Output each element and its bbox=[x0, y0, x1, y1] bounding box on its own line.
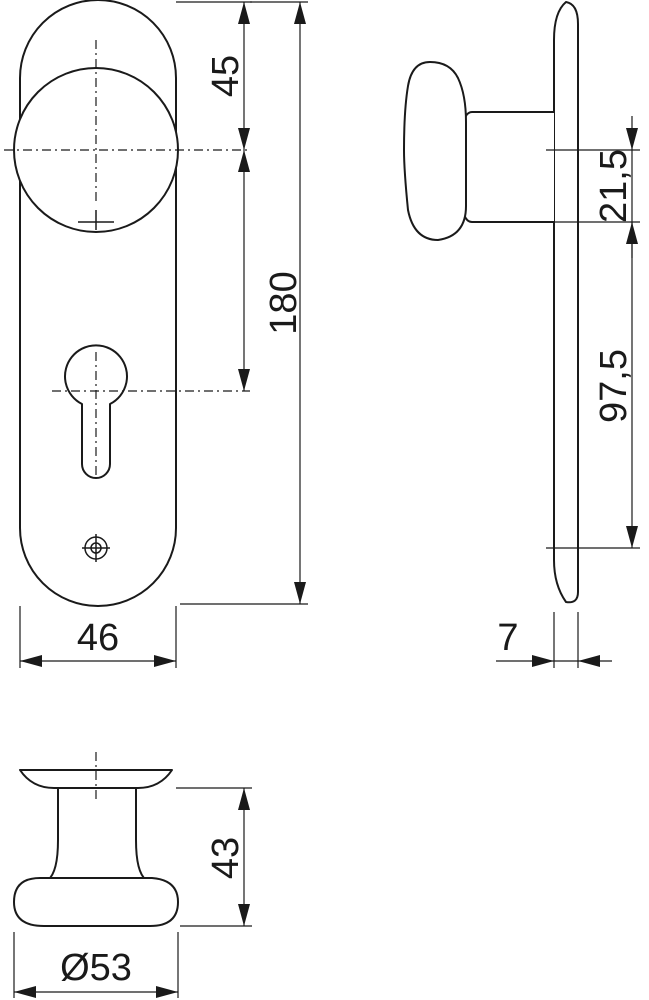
dimension-label-43: 43 bbox=[205, 837, 247, 879]
dimension-label-7: 7 bbox=[497, 617, 518, 659]
knob-view: 43 Ø53 bbox=[13, 752, 252, 998]
dimension-label-21-5: 21,5 bbox=[593, 149, 635, 223]
side-knob bbox=[403, 61, 467, 241]
knob-body bbox=[13, 877, 179, 927]
dimension-plate-thickness: 7 bbox=[496, 612, 612, 668]
side-knob-shank bbox=[461, 111, 554, 223]
dimension-knob-projection: 43 bbox=[176, 787, 252, 927]
dimension-knob-to-keyhole-front bbox=[238, 150, 250, 391]
dimension-knob-offset: 45 bbox=[176, 1, 252, 150]
dimension-label-46: 46 bbox=[77, 617, 119, 659]
dimension-width: 46 bbox=[19, 606, 177, 668]
screw-hole bbox=[82, 534, 110, 562]
dimension-label-97-5: 97,5 bbox=[593, 349, 635, 423]
dimension-knob-height: 21,5 bbox=[593, 116, 638, 258]
dimension-label-180: 180 bbox=[263, 271, 305, 334]
dimension-label-45: 45 bbox=[205, 55, 247, 97]
dimension-side-knob-to-keyhole: 97,5 bbox=[593, 222, 638, 548]
side-plate-profile bbox=[553, 1, 579, 604]
knob-neck bbox=[47, 787, 147, 881]
dimension-total-height: 180 bbox=[180, 1, 308, 605]
dimension-knob-diameter: Ø53 bbox=[13, 932, 179, 998]
front-view: 45 180 46 bbox=[4, 0, 308, 668]
dimension-label-diameter-53: Ø53 bbox=[60, 947, 132, 989]
side-view: 21,5 97,5 7 bbox=[403, 1, 640, 668]
